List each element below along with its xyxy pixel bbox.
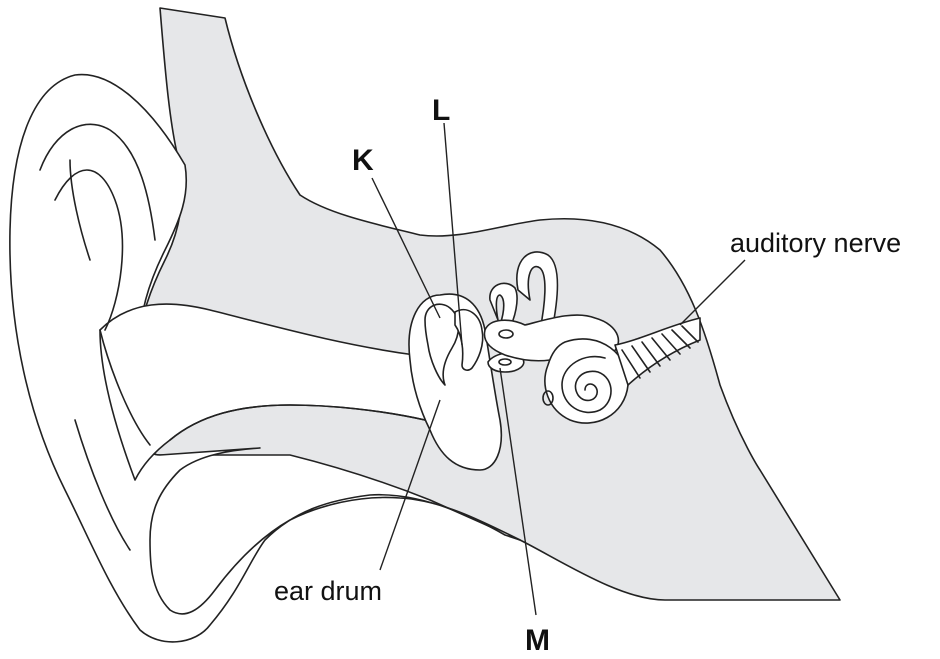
cochlea (545, 339, 628, 423)
label-ear-drum: ear drum (274, 576, 382, 606)
label-M: M (525, 624, 550, 657)
label-L: L (432, 94, 450, 127)
label-auditory-nerve: auditory nerve (730, 228, 901, 258)
temporal-bone-region (140, 8, 840, 600)
pointer-auditory-nerve (680, 260, 745, 325)
label-K: K (352, 144, 374, 177)
